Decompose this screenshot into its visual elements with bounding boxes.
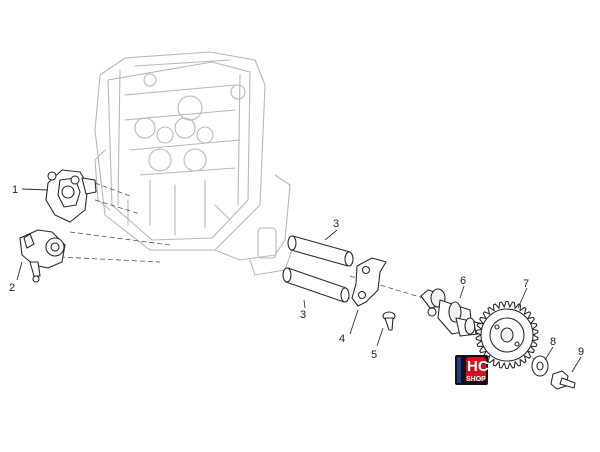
cam-sprocket	[475, 300, 539, 370]
callout-leaders	[16, 188, 582, 373]
bolt	[550, 370, 576, 390]
rocker-shaft-upper	[287, 235, 354, 267]
callout-labels: 1 2 3 3 4 5 6 7 8 9	[9, 184, 584, 361]
rocker-arm-intake	[45, 169, 97, 223]
washer	[531, 355, 549, 377]
callout-5: 5	[371, 349, 377, 361]
cylinder-head-outline	[94, 51, 293, 276]
callout-9: 9	[578, 346, 584, 358]
rocker-shaft-lower	[282, 267, 350, 303]
callout-4: 4	[339, 333, 345, 345]
callout-3-upper: 3	[333, 218, 339, 230]
retaining-plate	[351, 257, 387, 307]
screw-small	[382, 311, 396, 331]
logo-shop-text: SHOP	[466, 376, 486, 383]
hc-shop-logo: HC SHOP	[455, 355, 489, 385]
callout-2: 2	[9, 282, 15, 294]
callout-6: 6	[460, 275, 466, 287]
callout-7: 7	[523, 278, 529, 290]
camshaft	[420, 288, 485, 337]
callout-8: 8	[550, 336, 556, 348]
logo-hc-text: HC	[467, 358, 489, 375]
callout-1: 1	[12, 184, 18, 196]
rocker-arm-exhaust	[19, 229, 66, 283]
callout-3-lower: 3	[300, 309, 306, 321]
